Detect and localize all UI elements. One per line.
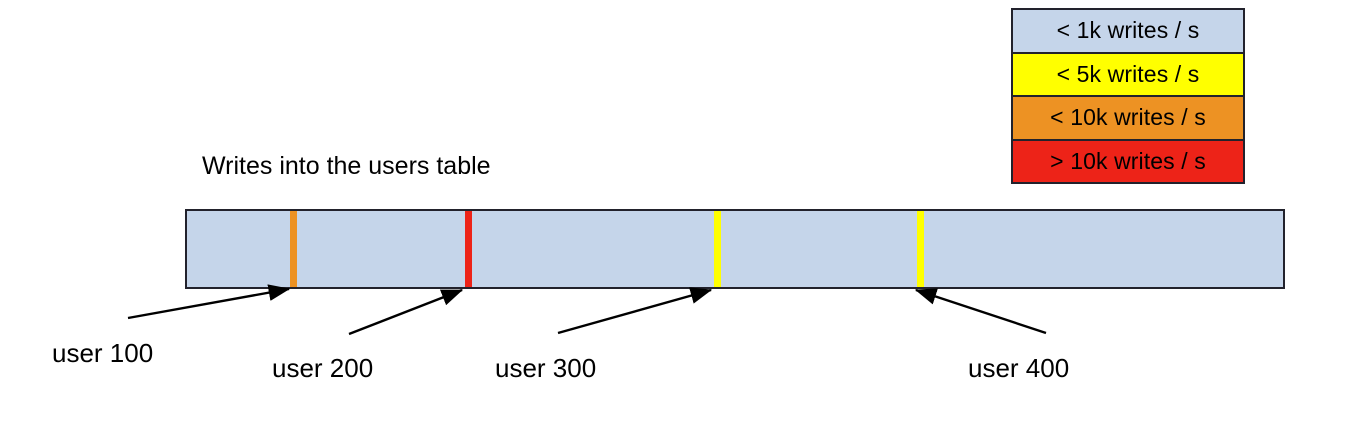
legend-label-under-10k: < 10k writes / s <box>1050 104 1206 131</box>
marker-user-300 <box>714 211 721 287</box>
callout-label-user-100: user 100 <box>52 338 154 368</box>
callout-label-user-200: user 200 <box>272 353 374 383</box>
callout-label-user-400: user 400 <box>968 353 1070 383</box>
legend-row-under-10k: < 10k writes / s <box>1011 95 1245 141</box>
chart-title: Writes into the users table <box>202 152 491 180</box>
legend-label-under-1k: < 1k writes / s <box>1056 17 1200 44</box>
marker-user-100 <box>290 211 297 287</box>
arrow-user-400 <box>914 288 1047 335</box>
callout-label-user-300: user 300 <box>495 353 597 383</box>
arrow-user-300 <box>557 287 713 335</box>
marker-user-200 <box>465 211 472 287</box>
legend-row-under-1k: < 1k writes / s <box>1011 8 1245 54</box>
legend-label-under-5k: < 5k writes / s <box>1056 60 1200 87</box>
users-table-keyspace-bar <box>185 209 1285 289</box>
marker-user-400 <box>917 211 924 287</box>
arrow-user-100 <box>127 284 291 320</box>
arrow-user-200 <box>348 288 464 336</box>
legend-row-under-5k: < 5k writes / s <box>1011 51 1245 97</box>
writes-legend: < 1k writes / s < 5k writes / s < 10k wr… <box>1011 8 1245 190</box>
legend-label-over-10k: > 10k writes / s <box>1050 147 1206 174</box>
legend-row-over-10k: > 10k writes / s <box>1011 138 1245 184</box>
